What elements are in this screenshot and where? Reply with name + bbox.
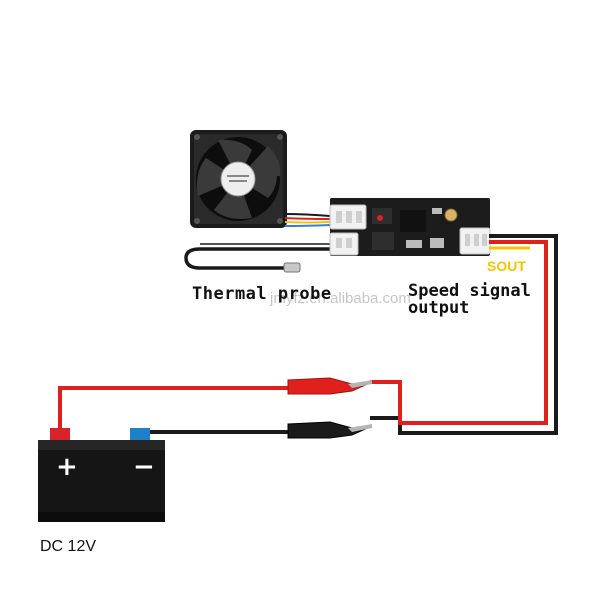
speed-signal-line2: output <box>408 298 470 318</box>
sout-label: SOUT <box>487 258 526 274</box>
black-alligator-clip-icon <box>287 421 373 439</box>
cooling-fan-icon <box>190 130 287 228</box>
battery-12v-icon <box>38 428 165 522</box>
battery-voltage-label: DC 12V <box>40 538 97 555</box>
fan-lead-wires <box>284 213 331 227</box>
red-alligator-clip-icon <box>287 377 373 395</box>
watermark: jmyfz.en.alibaba.com <box>270 290 411 307</box>
speed-signal-line1: Speed signal <box>408 281 531 301</box>
pwm-controller-board <box>329 198 491 256</box>
battery-plus-mark: + <box>56 452 78 482</box>
battery-minus-mark: − <box>133 452 155 482</box>
battery-wires <box>58 386 290 434</box>
thermal-probe-icon <box>184 243 335 273</box>
thermal-probe-label: Thermal probe <box>192 284 332 304</box>
speed-signal-label: Speed signal output <box>408 283 531 317</box>
board-output-wires <box>370 234 558 435</box>
